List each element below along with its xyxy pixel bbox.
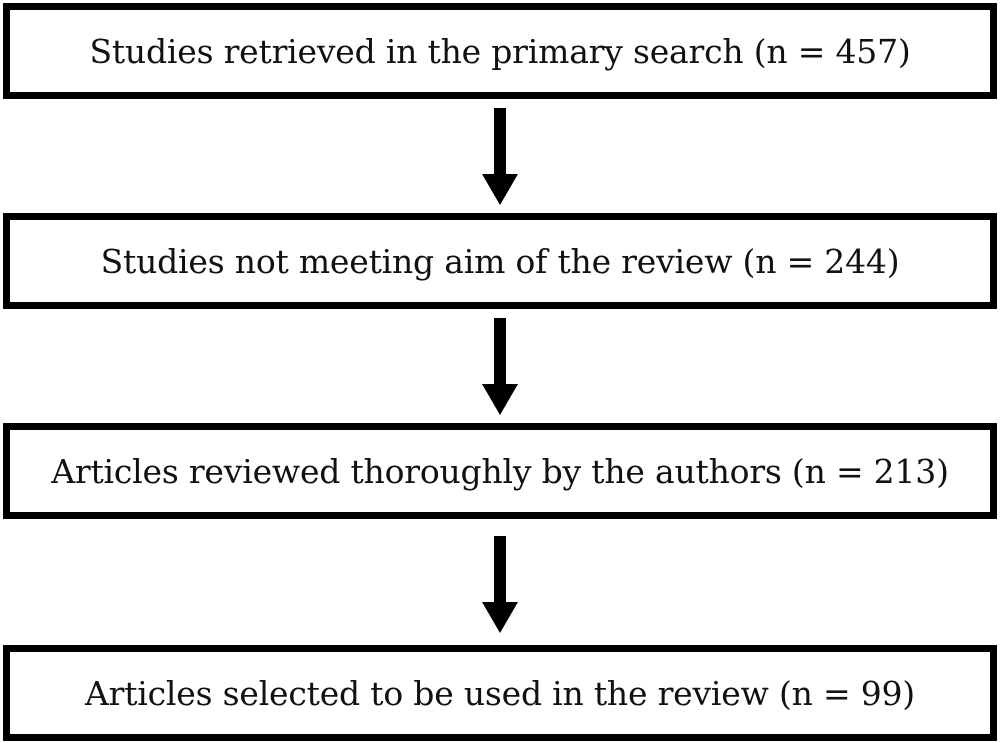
flow-box-primary-search: Studies retrieved in the primary search … [3, 3, 997, 99]
arrow-down-icon [482, 108, 518, 205]
flow-box-reviewed-articles: Articles reviewed thoroughly by the auth… [3, 423, 997, 519]
flow-box-label: Studies retrieved in the primary search … [89, 31, 911, 71]
flow-box-label: Articles reviewed thoroughly by the auth… [51, 451, 949, 491]
flow-box-label: Studies not meeting aim of the review (n… [100, 241, 900, 281]
flow-box-selected-articles: Articles selected to be used in the revi… [3, 645, 997, 741]
arrow-down-icon [482, 318, 518, 415]
flow-box-excluded-studies: Studies not meeting aim of the review (n… [3, 213, 997, 309]
arrow-down-icon [482, 536, 518, 633]
flow-box-label: Articles selected to be used in the revi… [85, 673, 915, 713]
